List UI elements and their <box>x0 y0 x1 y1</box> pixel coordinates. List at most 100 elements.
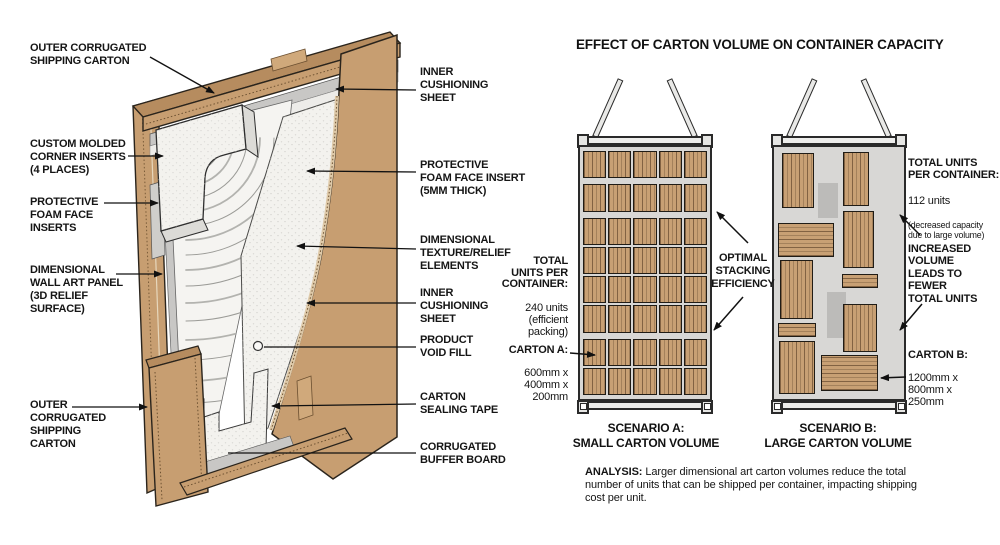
sling-strap-left <box>786 78 818 139</box>
carton-box <box>683 305 708 333</box>
carton-box <box>608 305 632 333</box>
total-units-b: TOTAL UNITS PER CONTAINER: 112 units (de… <box>908 146 1000 252</box>
carton-box <box>683 184 708 212</box>
carton-box <box>633 305 657 333</box>
carton-box <box>608 246 632 274</box>
carton-box <box>842 274 878 288</box>
corner-casting <box>701 400 713 414</box>
carton-sealing-tape-patch <box>296 375 314 421</box>
carton-box <box>658 151 682 179</box>
protective-foam-face-insert <box>240 94 351 449</box>
carton-box <box>608 276 632 304</box>
total-units-a: TOTAL UNITS PER CONTAINER: 240 units (ef… <box>460 244 568 350</box>
container-bottom-rail <box>771 400 907 414</box>
carton-row <box>583 217 708 245</box>
carton-box <box>608 184 632 212</box>
corrugated-buffer-board <box>179 427 353 496</box>
label-wall-art-panel: DIMENSIONAL WALL ART PANEL (3D RELIEF SU… <box>30 264 123 315</box>
total-units-a-value: 240 units (efficient packing) <box>525 301 568 338</box>
carton-row <box>583 184 708 212</box>
void-space <box>827 292 846 338</box>
carton-box <box>633 276 657 304</box>
carton-box <box>683 338 708 366</box>
container-bottom-rail <box>577 400 713 414</box>
carton-box <box>843 152 869 206</box>
carton-box <box>658 276 682 304</box>
carton-box <box>782 153 814 208</box>
carton-box <box>658 246 682 274</box>
carton-row <box>583 151 708 179</box>
carton-box <box>583 305 607 333</box>
carton-box <box>633 338 657 366</box>
carton-box <box>821 355 878 391</box>
total-units-b-note: (decreased capacity due to large volume) <box>908 219 985 240</box>
carton-box <box>608 338 632 366</box>
analysis-paragraph: ANALYSIS:Larger dimensional art carton v… <box>585 466 937 506</box>
carton-box <box>683 367 708 395</box>
leader-lines <box>72 56 417 454</box>
carton-b-label: CARTON B: <box>908 348 968 361</box>
label-carton-sealing-tape: CARTON SEALING TAPE <box>420 391 499 416</box>
carton-box <box>778 323 816 337</box>
analysis-label: ANALYSIS: <box>585 466 643 478</box>
label-corner-inserts: CUSTOM MOLDED CORNER INSERTS (4 PLACES) <box>30 138 126 176</box>
sling-strap-right <box>860 78 892 139</box>
total-units-a-label: TOTAL UNITS PER CONTAINER: <box>501 254 568 291</box>
carton-box <box>608 367 632 395</box>
carton-box <box>608 217 632 245</box>
sling-strap-right <box>666 78 698 139</box>
outer-carton-bottom-left <box>145 345 209 507</box>
carton-b-spec: CARTON B: 1200mm x 800mm x 250mm <box>908 338 1000 421</box>
container-top-rail <box>771 134 907 148</box>
corner-insert <box>155 104 259 243</box>
void-space <box>818 183 838 218</box>
carton-b-dims: 1200mm x 800mm x 250mm <box>908 372 958 408</box>
carton-box <box>583 184 607 212</box>
carton-box <box>583 367 607 395</box>
label-outer-carton-bottom: OUTER CORRUGATED SHIPPING CARTON <box>30 399 107 450</box>
label-corrugated-buffer-board: CORRUGATED BUFFER BOARD <box>420 441 506 466</box>
carton-box <box>683 276 708 304</box>
carton-box <box>843 211 874 268</box>
carton-box <box>658 338 682 366</box>
label-inner-cushioning-bottom: INNER CUSHIONING SHEET <box>420 287 489 325</box>
optimal-stacking-note: OPTIMAL STACKING EFFICIENCY <box>711 252 775 290</box>
carton-box <box>658 184 682 212</box>
container-top-rail <box>577 134 713 148</box>
total-units-b-value: 112 units <box>908 195 951 208</box>
carton-box <box>633 246 657 274</box>
carton-box <box>633 367 657 395</box>
total-units-b-label: TOTAL UNITS PER CONTAINER: <box>908 156 1000 181</box>
container-b-cargo <box>772 145 906 401</box>
label-inner-cushioning-top: INNER CUSHIONING SHEET <box>420 66 489 104</box>
increased-volume-note: INCREASED VOLUME LEADS TO FEWER TOTAL UN… <box>908 243 978 305</box>
carton-row <box>583 367 708 395</box>
casting-hole <box>703 403 711 410</box>
carton-box <box>583 338 607 366</box>
panel-title: EFFECT OF CARTON VOLUME ON CONTAINER CAP… <box>576 37 944 52</box>
corner-casting <box>577 400 589 414</box>
label-outer-carton-top: OUTER CORRUGATED SHIPPING CARTON <box>30 42 147 67</box>
carton-a-dims: 600mm x 400mm x 200mm <box>524 367 568 403</box>
carton-box <box>658 367 682 395</box>
product-void-fill-marker <box>252 340 264 352</box>
carton-box <box>658 217 682 245</box>
casting-hole <box>773 403 781 410</box>
carton-box <box>633 217 657 245</box>
carton-box <box>683 246 708 274</box>
sling-strap-left <box>592 78 624 139</box>
label-foam-face-insert-5mm: PROTECTIVE FOAM FACE INSERT (5MM THICK) <box>420 159 525 197</box>
carton-box <box>683 217 708 245</box>
label-foam-face-inserts: PROTECTIVE FOAM FACE INSERTS <box>30 196 99 234</box>
outer-carton-right-panel <box>269 33 398 480</box>
carton-box <box>608 151 632 179</box>
carton-a-spec: CARTON A: 600mm x 400mm x 200mm <box>460 333 569 416</box>
carton-sealing-tape-top <box>270 48 308 72</box>
container-b <box>771 70 907 414</box>
scenario-a-caption: SCENARIO A: SMALL CARTON VOLUME <box>572 421 720 450</box>
carton-box <box>583 276 607 304</box>
corner-casting <box>771 400 783 414</box>
optimal-arrow-down <box>713 296 744 331</box>
carton-row <box>583 246 708 274</box>
